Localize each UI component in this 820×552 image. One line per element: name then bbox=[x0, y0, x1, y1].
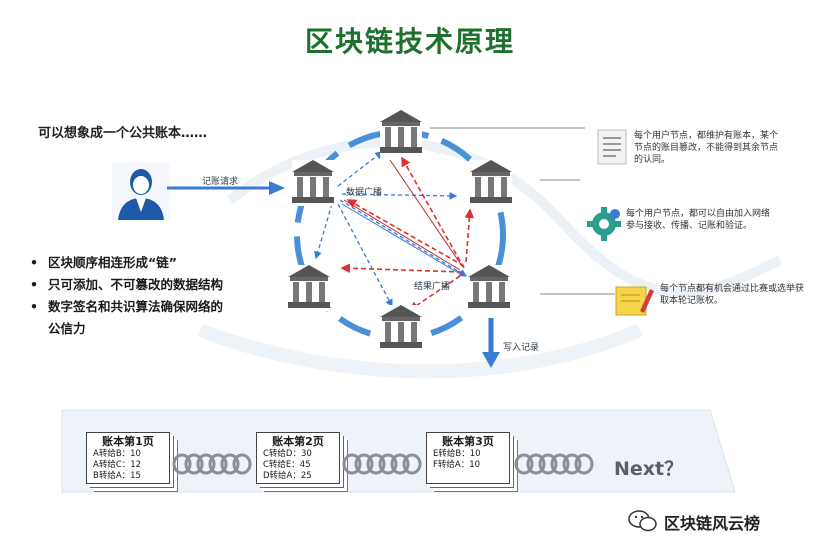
ledger-page-3: 账本第3页 E转给B：10 F转给A：10 bbox=[426, 432, 510, 484]
bank-node-left bbox=[292, 160, 334, 206]
ledger-page-2: 账本第2页 C转给D：30 C转给E：45 D转给A：25 bbox=[256, 432, 340, 484]
network-gear-icon bbox=[587, 207, 621, 241]
network-diagram bbox=[288, 110, 512, 351]
bullet-item: •区块顺序相连形成“链” bbox=[30, 255, 177, 270]
page-title: 区块链技术原理 bbox=[304, 25, 515, 58]
data-broadcast-label: 数据广播 bbox=[346, 188, 383, 198]
write-record-arrow bbox=[482, 318, 500, 368]
note-connectors bbox=[430, 127, 615, 295]
bank-node-top bbox=[380, 110, 422, 156]
chain-link-icon bbox=[172, 453, 252, 475]
next-label: Next？ bbox=[614, 458, 684, 480]
bullet-item: •数字签名和共识算法确保网络的公信力 bbox=[30, 299, 224, 336]
bank-node-bottom-right bbox=[468, 265, 510, 311]
wechat-icon bbox=[628, 510, 657, 532]
bullet-item: •只可添加、不可篡改的数据结构 bbox=[30, 277, 224, 292]
record-request-arrow bbox=[167, 181, 285, 195]
brand-watermark: 区块链风云榜 bbox=[664, 514, 761, 533]
write-record-label: 写入记录 bbox=[503, 343, 540, 353]
bank-node-bottom-left bbox=[288, 265, 330, 311]
record-request-label: 记账请求 bbox=[202, 177, 239, 187]
note-text-1: 每个用户节点，都维护有账本，某个节点的账目篡改，不能得到其余节点的认同。 bbox=[634, 131, 779, 165]
chain-link-icon bbox=[342, 453, 422, 475]
note-text-2: 每个用户节点，都可以自由加入网络参与接收、传播、记账和验证。 bbox=[626, 209, 771, 231]
result-broadcast-label: 结果广播 bbox=[414, 282, 451, 292]
feature-bullet-list: •区块顺序相连形成“链” •只可添加、不可篡改的数据结构 •数字签名和共识算法确… bbox=[30, 252, 223, 340]
chain-link-icon bbox=[514, 453, 594, 475]
user-avatar-icon bbox=[112, 162, 170, 220]
bank-node-right bbox=[470, 160, 512, 206]
ledger-document-icon bbox=[597, 129, 627, 165]
intro-text: 可以想象成一个公共账本…… bbox=[38, 126, 208, 141]
note-pencil-icon bbox=[615, 286, 654, 316]
note-text-3: 每个节点都有机会通过比赛或选举获取本轮记账权。 bbox=[660, 284, 805, 306]
ledger-page-1: 账本第1页 A转给B：10 A转给C：12 B转给A：15 bbox=[86, 432, 170, 484]
bank-node-bottom bbox=[380, 305, 422, 351]
